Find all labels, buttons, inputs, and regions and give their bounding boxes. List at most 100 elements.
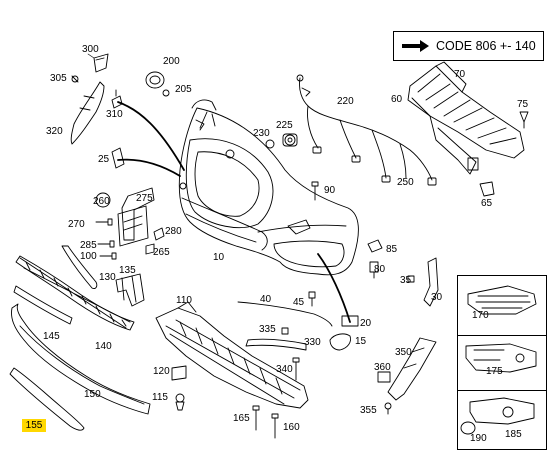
part-335 xyxy=(281,327,289,335)
part-275-plate-holder xyxy=(117,187,155,247)
part-115 xyxy=(175,393,185,411)
callout-label: 60 xyxy=(391,94,403,105)
callout-label: 310 xyxy=(106,109,123,120)
callout-label: 285 xyxy=(80,240,97,251)
part-135 xyxy=(115,273,145,307)
callout-label: 360 xyxy=(374,362,391,373)
part-165 xyxy=(252,405,260,431)
part-145 xyxy=(13,285,73,325)
divider xyxy=(457,335,547,336)
callout-label: 120 xyxy=(153,366,170,377)
callout-label: 225 xyxy=(276,120,293,131)
part-350 xyxy=(387,337,437,401)
callout-label: 270 xyxy=(68,219,85,230)
callout-label: 160 xyxy=(283,422,300,433)
callout-label: 230 xyxy=(253,128,270,139)
callout-label: 175 xyxy=(486,366,503,377)
part-205 xyxy=(162,89,170,97)
part-130 xyxy=(61,245,98,289)
callout-label: 205 xyxy=(175,84,192,95)
part-280 xyxy=(153,227,165,241)
part-175-fog-lamp xyxy=(465,343,537,373)
part-120 xyxy=(171,365,187,381)
part-340 xyxy=(292,357,300,381)
callout-label: 220 xyxy=(337,96,354,107)
part-160 xyxy=(271,413,279,439)
part-190-ring xyxy=(460,421,476,435)
callout-label: 335 xyxy=(259,324,276,335)
part-285 xyxy=(97,240,115,248)
callout-label: 260 xyxy=(93,196,110,207)
callout-label: 185 xyxy=(505,429,522,440)
callout-label: 85 xyxy=(386,244,398,255)
callout-label: 300 xyxy=(82,44,99,55)
arrow-right-icon xyxy=(402,40,429,52)
part-330 xyxy=(245,338,307,351)
part-355 xyxy=(384,402,392,415)
part-30 xyxy=(423,257,439,307)
callout-label: 355 xyxy=(360,405,377,416)
part-40 xyxy=(237,301,333,327)
callout-label: 320 xyxy=(46,126,63,137)
callout-label: 330 xyxy=(304,337,321,348)
part-25 xyxy=(111,147,125,169)
callout-label: 200 xyxy=(163,56,180,67)
callout-label: 80 xyxy=(374,264,386,275)
part-300 xyxy=(93,53,109,73)
highlight-tag: 155 xyxy=(22,419,46,432)
part-220-wiring-harness xyxy=(296,74,437,186)
callout-label: 115 xyxy=(152,392,168,403)
callout-label: 140 xyxy=(95,341,112,352)
callout-label: 130 xyxy=(99,272,116,283)
part-225-sensor xyxy=(282,133,298,147)
part-60-impact-absorber xyxy=(407,61,525,175)
part-360 xyxy=(377,371,391,383)
callout-label: 90 xyxy=(324,185,336,196)
code-box: CODE 806 +- 140 xyxy=(393,31,544,61)
divider xyxy=(457,390,547,391)
leader-line xyxy=(117,101,185,171)
part-155 xyxy=(9,367,85,431)
part-305 xyxy=(71,75,79,83)
callout-label: 350 xyxy=(395,347,412,358)
callout-label: 75 xyxy=(517,99,529,110)
callout-label: 65 xyxy=(481,198,493,209)
callout-label: 70 xyxy=(454,69,466,80)
part-100 xyxy=(99,252,117,260)
front-bumper-cover xyxy=(178,99,359,276)
callout-label: 190 xyxy=(470,433,487,444)
part-65 xyxy=(479,181,495,197)
callout-label: 145 xyxy=(43,331,60,342)
part-265 xyxy=(145,243,155,255)
part-20 xyxy=(341,315,359,327)
callout-label: 165 xyxy=(233,413,250,424)
part-310 xyxy=(111,89,123,109)
callout-label: 265 xyxy=(153,247,170,258)
callout-label: 275 xyxy=(136,193,153,204)
code-label: CODE 806 +- 140 xyxy=(436,39,536,53)
part-140-lower-grille xyxy=(15,255,135,331)
callout-label: 305 xyxy=(50,73,67,84)
callout-label: 170 xyxy=(472,310,489,321)
part-85 xyxy=(367,239,383,253)
callout-label: 135 xyxy=(119,265,136,276)
variant-box xyxy=(457,275,547,450)
part-185-fog-bezel xyxy=(469,397,535,425)
callout-label: 20 xyxy=(360,318,372,329)
leader-line xyxy=(117,158,181,177)
callout-label: 340 xyxy=(276,364,293,375)
part-75 xyxy=(519,111,529,129)
part-45 xyxy=(308,291,316,307)
callout-label: 250 xyxy=(397,177,414,188)
part-320 xyxy=(70,81,105,145)
callout-label: 10 xyxy=(213,252,225,263)
part-270 xyxy=(95,218,113,226)
callout-label: 100 xyxy=(80,251,97,262)
part-200 xyxy=(145,71,165,89)
part-15 xyxy=(329,333,351,351)
part-150-lip-spoiler xyxy=(11,303,151,415)
part-35 xyxy=(407,275,415,283)
part-80 xyxy=(369,261,379,279)
leader-line xyxy=(317,253,351,323)
